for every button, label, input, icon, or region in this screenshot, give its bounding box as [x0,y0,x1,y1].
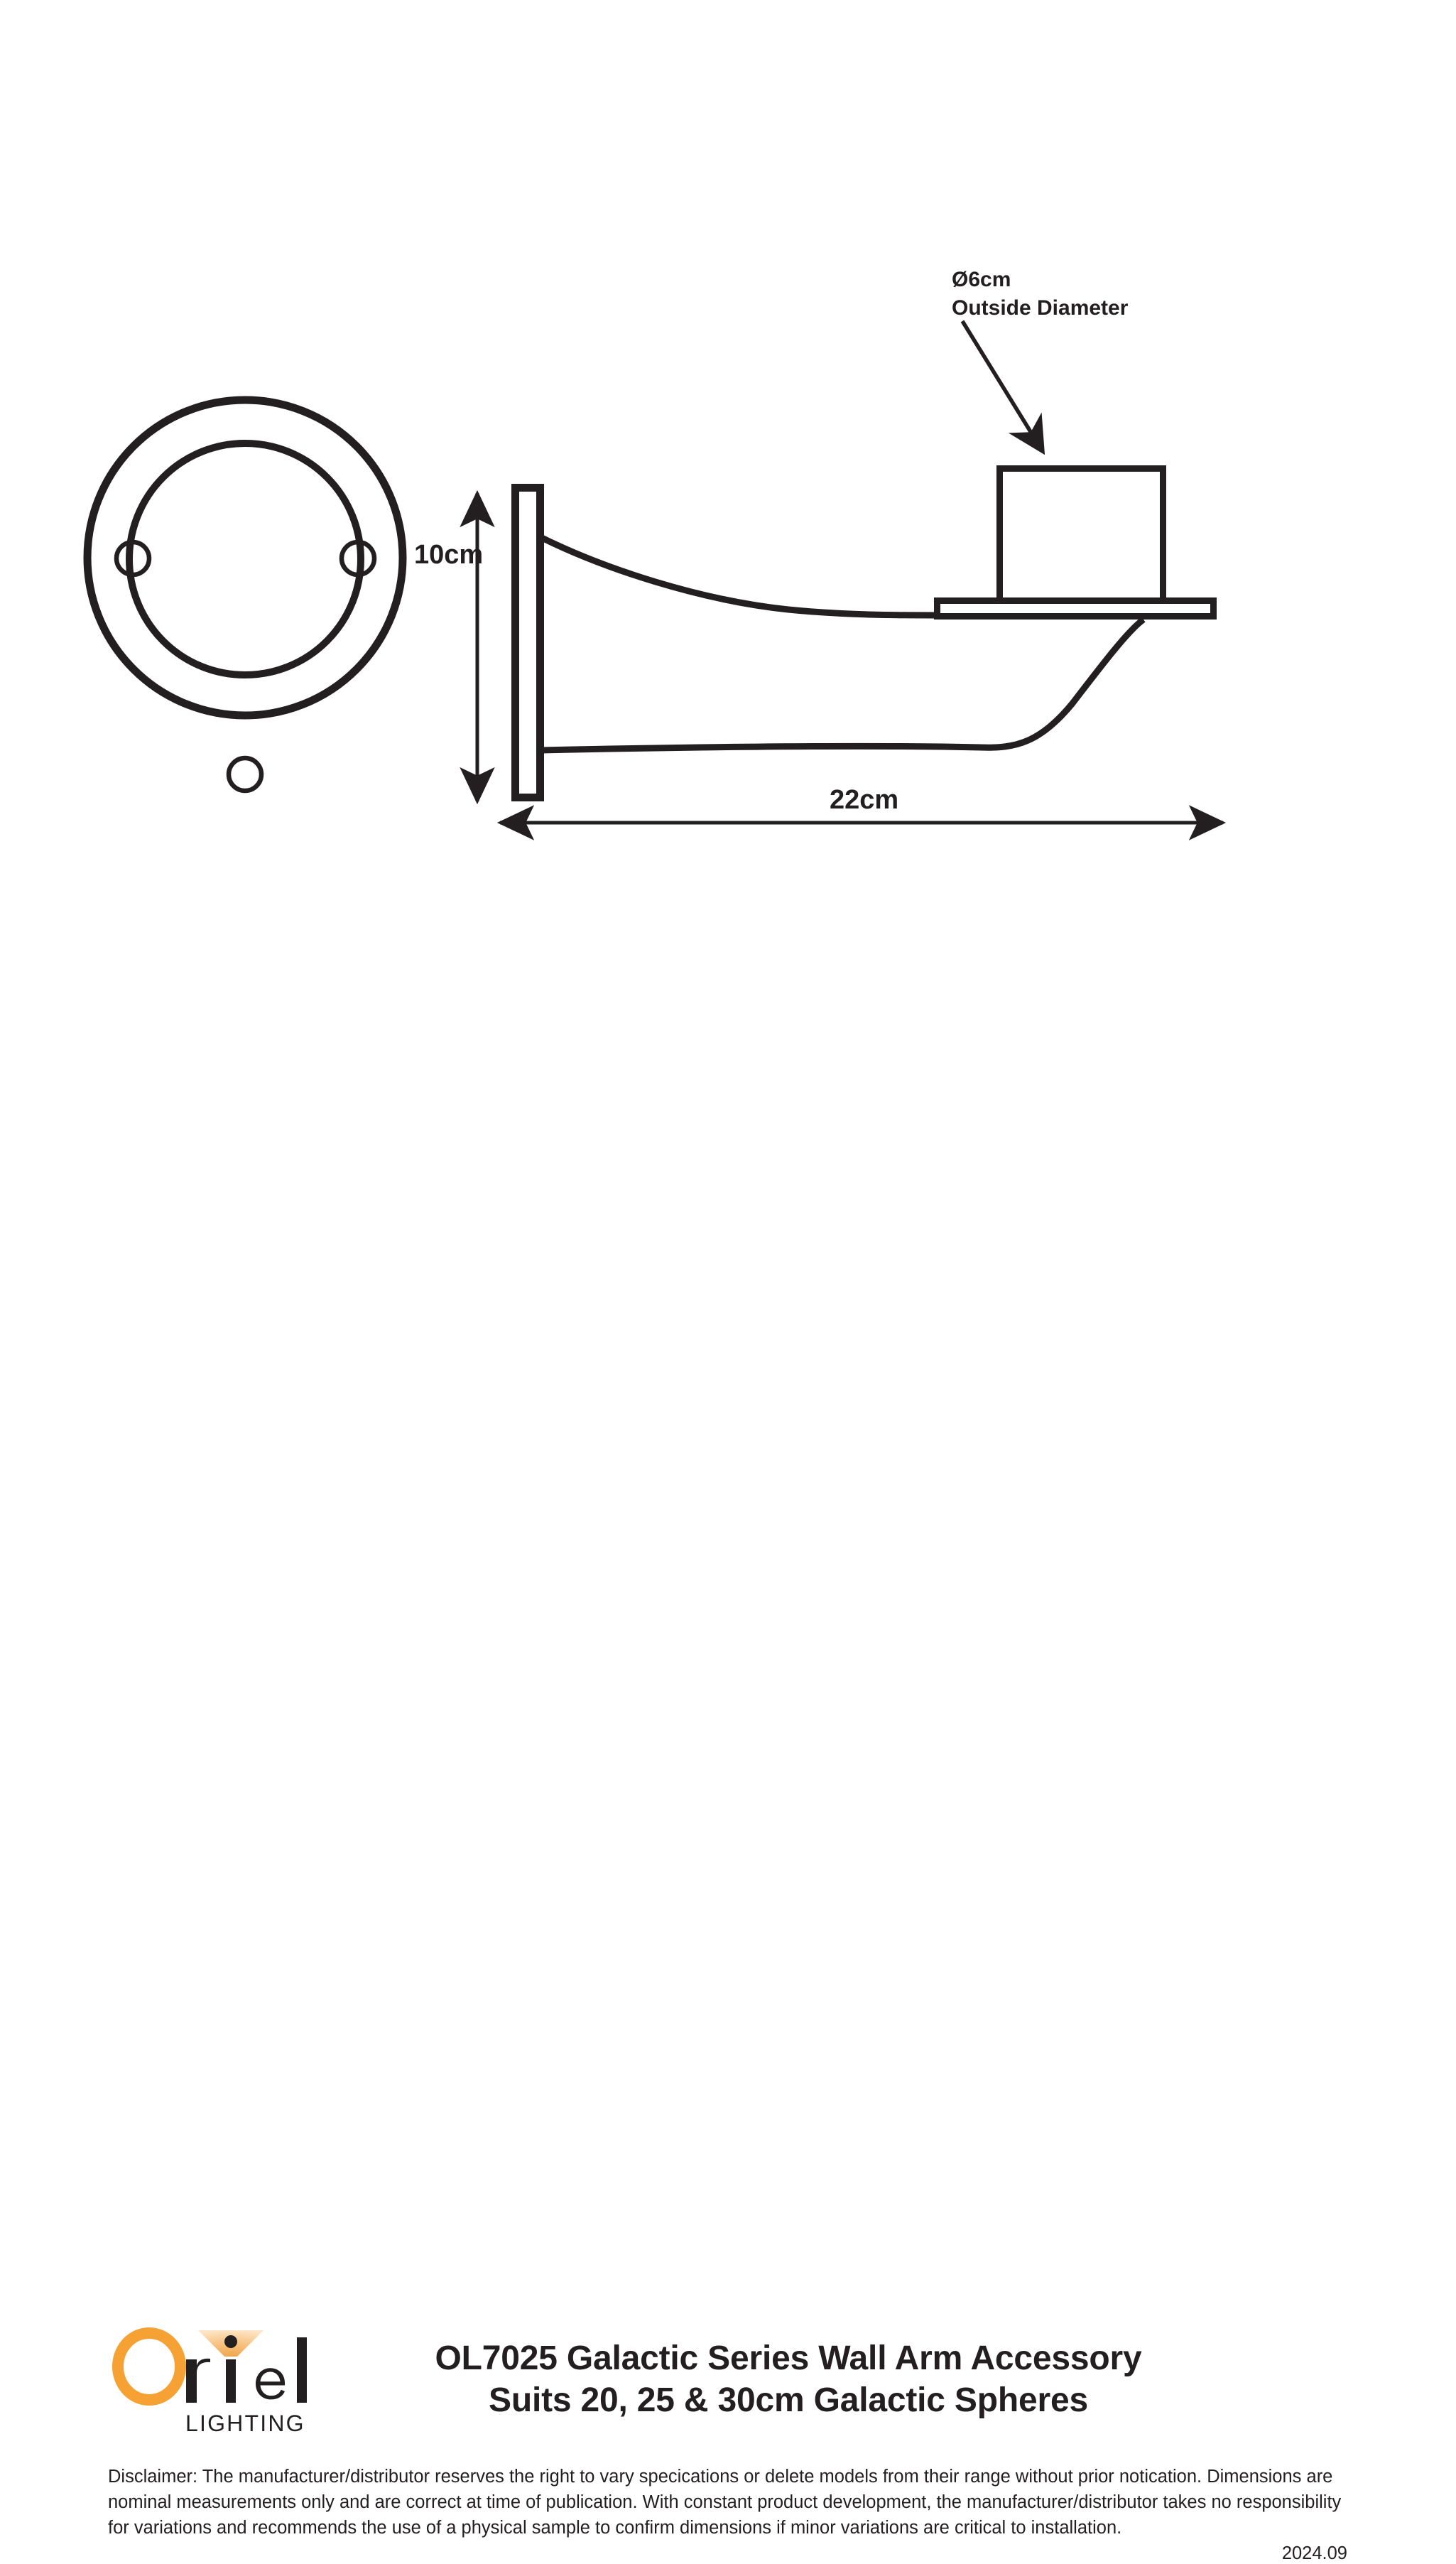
title-block: OL7025 Galactic Series Wall Arm Accessor… [327,2339,1250,2420]
diameter-callout-line1: Ø6cm [952,268,1011,291]
mounting-hole-upper-left [114,539,152,578]
base-plate-front-view [83,396,407,794]
height-dimension-label: 10cm [414,540,484,570]
logo-letter-e [256,2368,286,2400]
technical-drawing-canvas [83,320,1227,840]
publication-date: 2024.09 [1281,2543,1347,2563]
logo-letter-o [112,2327,186,2406]
tube-cylinder [996,465,1166,600]
logo-subtext: LIGHTING [185,2411,305,2436]
wall-mount-plate [511,484,544,801]
diameter-callout: Ø6cm Outside Diameter [952,266,1128,322]
footer-block: LIGHTING OL7025 Galactic Series Wall Arm… [0,1151,1456,2563]
base-plate-outer-circle [83,396,407,720]
brand-logo: LIGHTING [105,2323,325,2437]
mounting-hole-bottom-center [226,755,264,794]
base-plate-inner-circle [126,440,364,678]
logo-letter-r [186,2358,210,2403]
diameter-leader-line [960,320,1045,455]
arm-top-edge [540,534,935,619]
product-subtitle: Suits 20, 25 & 30cm Galactic Spheres [489,2381,1088,2419]
mounting-flange [934,597,1217,620]
logo-lamp-bulb-icon [224,2335,237,2348]
length-dimension-label: 22cm [830,785,899,815]
disclaimer-text: Disclaimer: The manufacturer/distributor… [108,2464,1347,2541]
logo-letter-l [297,2337,307,2403]
diameter-callout-line2: Outside Diameter [952,296,1129,320]
mounting-hole-upper-right [339,539,377,578]
oriel-lighting-logo: LIGHTING [112,2327,307,2436]
wall-arm-side-view [511,465,1217,801]
disclaimer-paragraph: Disclaimer: The manufacturer/distributor… [108,2467,1342,2538]
logo-letter-i [226,2359,236,2403]
arm-bottom-edge [540,617,1146,754]
drawing-sheet: Ø6cm Outside Diameter 10cm 22cm [0,266,1456,2563]
product-title: OL7025 Galactic Series Wall Arm Accessor… [435,2339,1142,2377]
